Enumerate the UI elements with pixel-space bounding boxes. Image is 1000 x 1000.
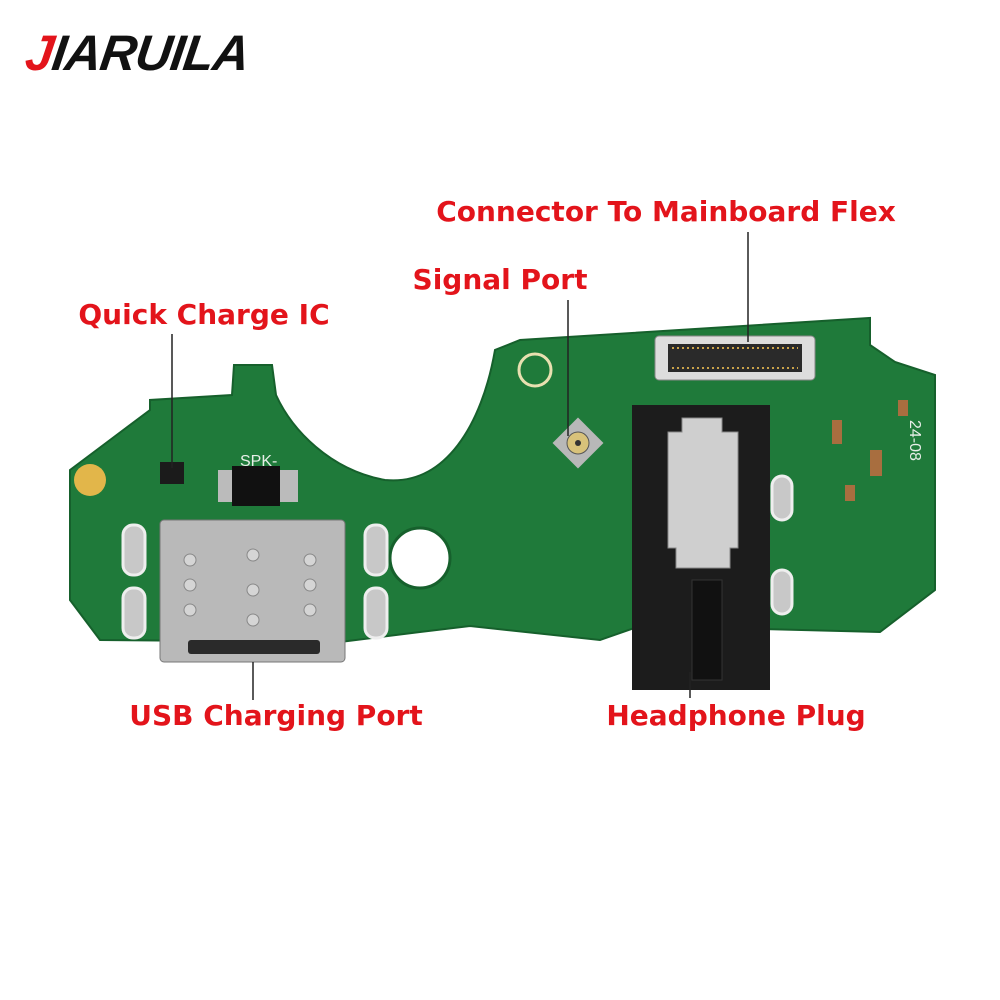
label-quick-charge-ic: Quick Charge IC <box>78 298 330 331</box>
quick-charge-ic <box>160 462 184 484</box>
label-signal-port: Signal Port <box>412 263 588 296</box>
jack-metal-insert <box>667 417 739 569</box>
label-connector: Connector To Mainboard Flex <box>436 195 896 228</box>
board-hole <box>388 526 452 590</box>
logo-mark <box>517 352 553 388</box>
date-silkscreen: 24-08 <box>906 420 923 461</box>
spk-silkscreen: SPK- <box>240 453 277 470</box>
gold-pad <box>74 464 106 496</box>
label-headphone-plug: Headphone Plug <box>606 699 866 732</box>
label-usb-charging-port: USB Charging Port <box>129 699 423 732</box>
